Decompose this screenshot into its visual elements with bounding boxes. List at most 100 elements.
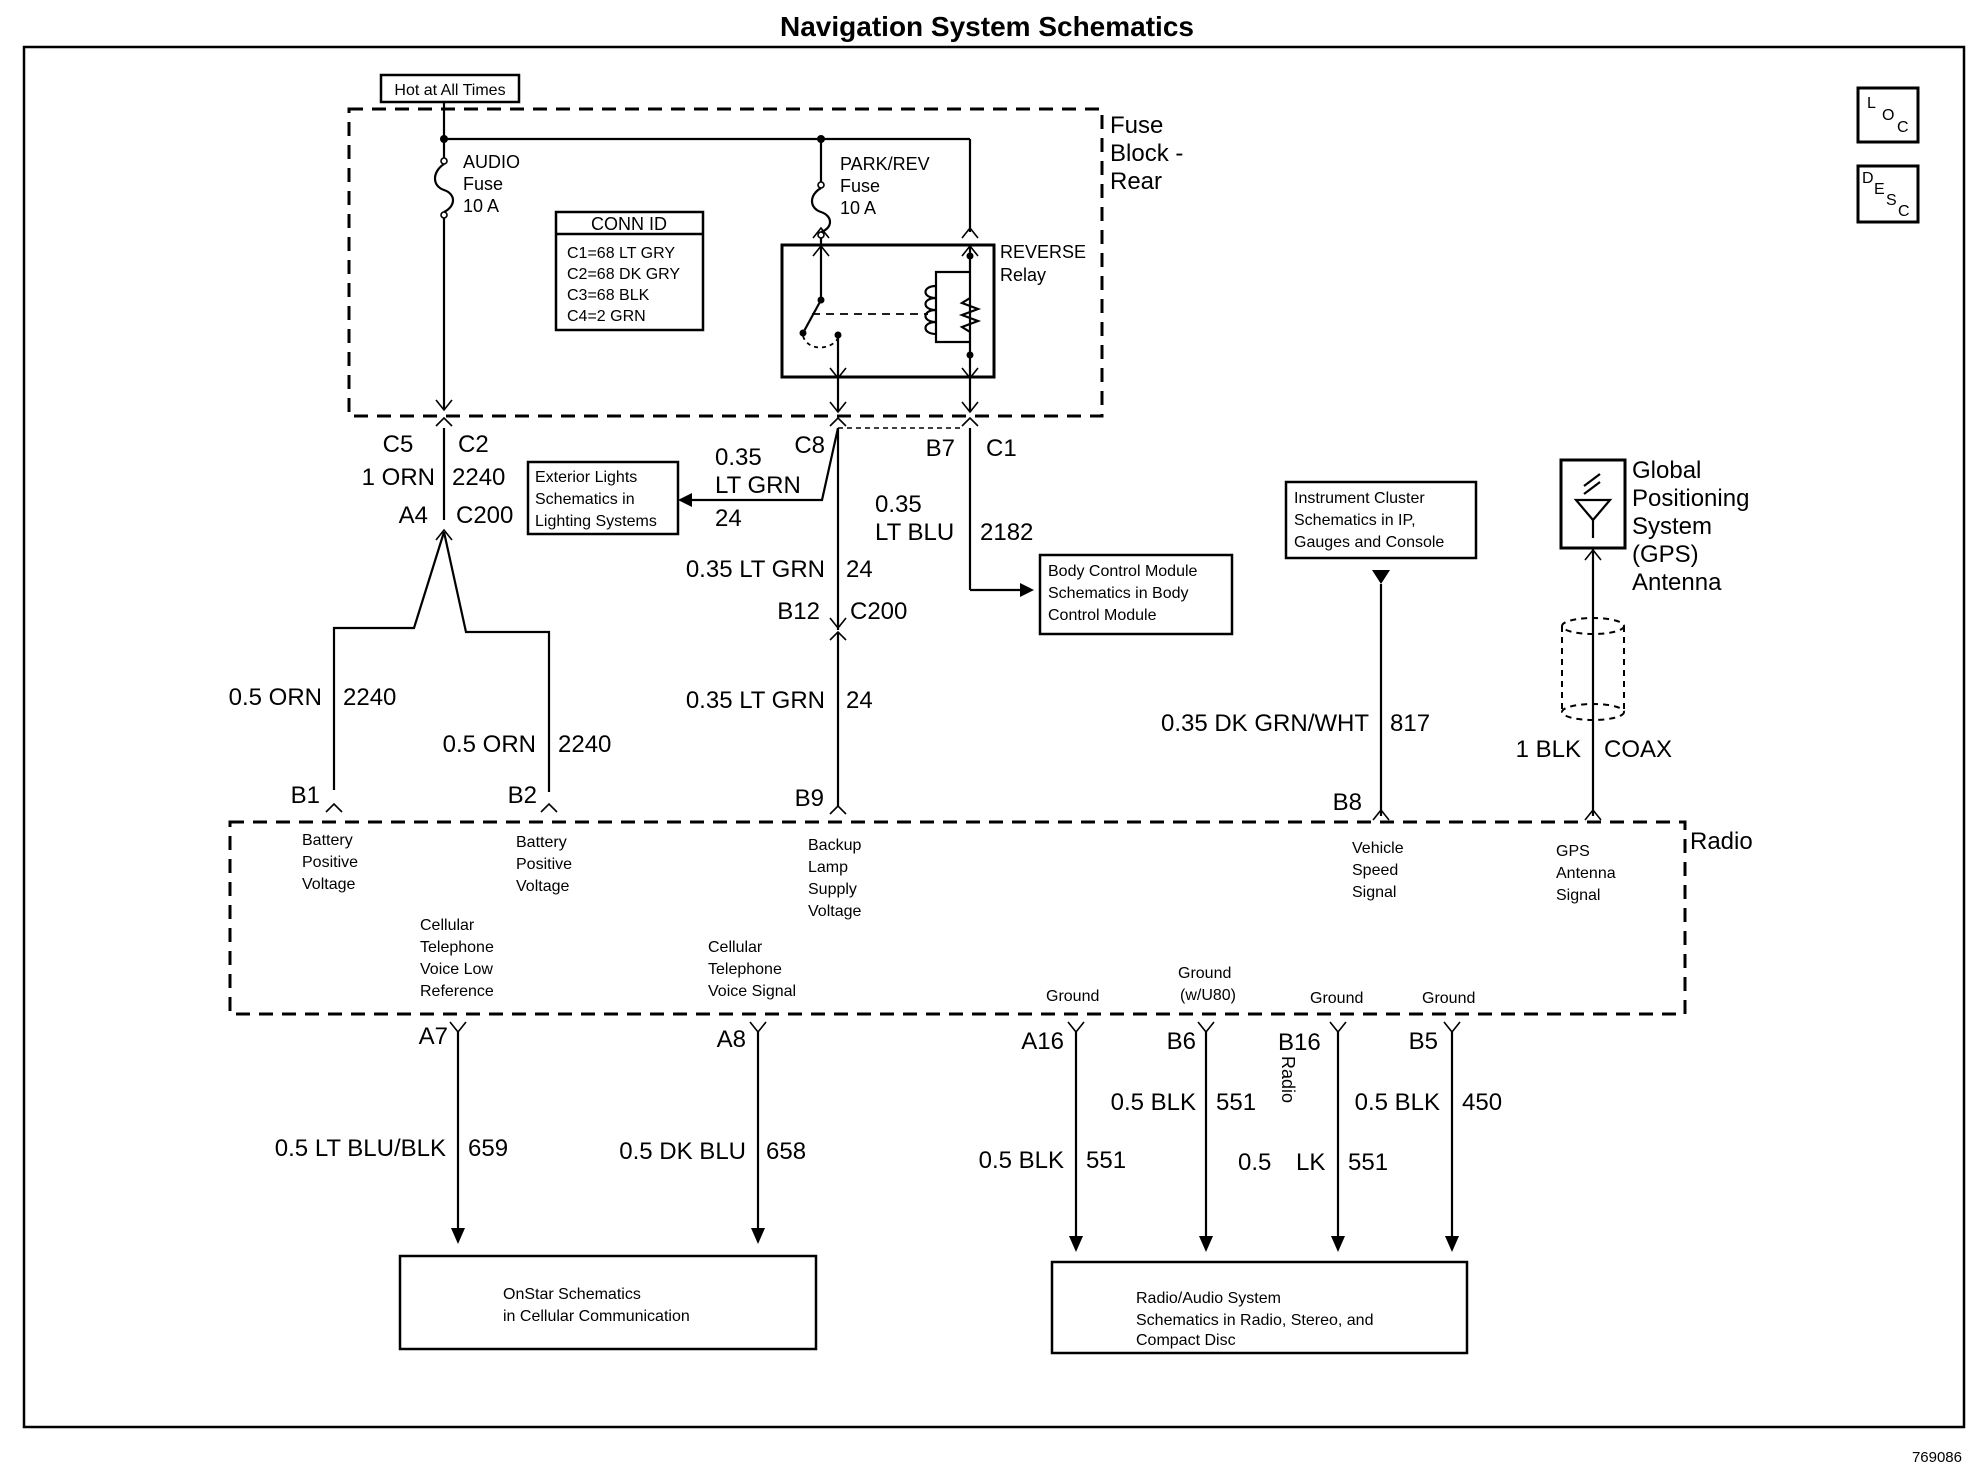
svg-text:System: System (1632, 513, 1712, 540)
onstar-ref[interactable]: OnStar Schematics in Cellular Communicat… (398, 1254, 818, 1351)
svg-text:D: D (1862, 170, 1874, 187)
svg-text:GPS: GPS (1556, 843, 1590, 860)
svg-text:Exterior Lights: Exterior Lights (535, 469, 637, 486)
svg-text:Ground: Ground (1178, 965, 1231, 982)
b16-wire-551: B16 Radio 0.5 LK 551 (1238, 1021, 1388, 1252)
svg-text:1 ORN: 1 ORN (362, 464, 435, 491)
audio-fuse: AUDIO Fuse 10 A (433, 152, 520, 410)
svg-text:658: 658 (766, 1138, 806, 1165)
svg-text:Control Module: Control Module (1048, 607, 1157, 624)
svg-text:2240: 2240 (452, 464, 505, 491)
svg-text:B2: B2 (508, 782, 537, 809)
svg-text:551: 551 (1348, 1149, 1388, 1176)
hot-at-all-times-label: Hot at All Times (379, 73, 521, 104)
svg-text:450: 450 (1462, 1089, 1502, 1116)
svg-text:Voltage: Voltage (516, 878, 569, 895)
svg-text:B6: B6 (1167, 1028, 1196, 1055)
svg-text:659: 659 (468, 1135, 508, 1162)
svg-text:Voice Low: Voice Low (420, 961, 493, 978)
radio-audio-ref[interactable]: Radio/Audio System Schematics in Radio, … (1050, 1260, 1469, 1355)
svg-text:C: C (1898, 203, 1910, 220)
svg-text:C2: C2 (458, 431, 489, 458)
svg-text:COAX: COAX (1604, 736, 1672, 763)
svg-text:Voice Signal: Voice Signal (708, 983, 796, 1000)
fuse-block-label: Fuse Block - Rear (1110, 112, 1183, 195)
svg-text:Gauges and Console: Gauges and Console (1294, 534, 1444, 551)
svg-text:A8: A8 (717, 1026, 746, 1053)
svg-text:Positive: Positive (302, 854, 358, 871)
svg-text:in Cellular Communication: in Cellular Communication (503, 1308, 690, 1325)
svg-text:551: 551 (1216, 1089, 1256, 1116)
svg-text:LT BLU: LT BLU (875, 519, 954, 546)
radio-label: Radio (1690, 828, 1753, 855)
svg-text:LK: LK (1296, 1149, 1325, 1176)
svg-text:Antenna: Antenna (1556, 865, 1616, 882)
pin-b2-desc: Battery Positive Voltage (516, 834, 572, 895)
coax-wire: 1 BLK COAX (1516, 736, 1672, 821)
desc-icon[interactable]: D E S C (1856, 164, 1920, 224)
svg-text:A16: A16 (1021, 1028, 1064, 1055)
lt-blu-wire-2182: B7 C1 0.35 LT BLU 2182 (875, 428, 1034, 597)
svg-text:Telephone: Telephone (420, 939, 494, 956)
svg-text:24: 24 (846, 556, 873, 583)
svg-text:C5: C5 (383, 431, 414, 458)
loc-icon[interactable]: L O C (1856, 86, 1920, 144)
svg-text:Supply: Supply (808, 881, 857, 898)
svg-text:Schematics in Body: Schematics in Body (1048, 585, 1189, 602)
svg-text:(w/U80): (w/U80) (1180, 987, 1236, 1004)
pin-gps-desc: GPS Antenna Signal (1556, 843, 1616, 904)
svg-text:C1: C1 (986, 435, 1017, 462)
svg-text:0.5 ORN: 0.5 ORN (229, 684, 322, 711)
b9-connector: B9 (795, 785, 847, 815)
svg-text:Fuse: Fuse (463, 174, 503, 194)
svg-text:CONN ID: CONN ID (591, 214, 667, 234)
svg-text:Cellular: Cellular (708, 939, 763, 956)
svg-text:0.35 LT GRN: 0.35 LT GRN (686, 556, 825, 583)
svg-text:Vehicle: Vehicle (1352, 840, 1404, 857)
svg-text:Fuse: Fuse (840, 176, 880, 196)
svg-text:1 BLK: 1 BLK (1516, 736, 1581, 763)
svg-text:Lamp: Lamp (808, 859, 848, 876)
svg-text:Antenna: Antenna (1632, 569, 1722, 596)
svg-text:10 A: 10 A (840, 198, 876, 218)
svg-text:B5: B5 (1409, 1028, 1438, 1055)
svg-text:Global: Global (1632, 457, 1701, 484)
svg-text:0.35: 0.35 (875, 491, 922, 518)
svg-text:(GPS): (GPS) (1632, 541, 1699, 568)
svg-text:Reference: Reference (420, 983, 494, 1000)
a16-wire-551: A16 0.5 BLK 551 (979, 1021, 1126, 1252)
svg-text:C4=2 GRN: C4=2 GRN (567, 308, 646, 325)
pin-a7-desc: Cellular Telephone Voice Low Reference (420, 917, 494, 1000)
svg-text:Hot at All Times: Hot at All Times (394, 82, 505, 99)
svg-text:0.5 BLK: 0.5 BLK (1355, 1089, 1440, 1116)
pin-a8-desc: Cellular Telephone Voice Signal (708, 939, 796, 1000)
svg-text:PARK/REV: PARK/REV (840, 154, 930, 174)
bcm-ref[interactable]: Body Control Module Schematics in Body C… (1038, 553, 1234, 636)
power-bus (440, 102, 972, 232)
fuse-block-outputs (435, 378, 979, 429)
svg-text:Voltage: Voltage (808, 903, 861, 920)
svg-text:24: 24 (846, 687, 873, 714)
lt-grn-branch-wire: 0.35 LT GRN 24 (678, 427, 840, 532)
radio-box (228, 820, 1687, 1016)
svg-text:L: L (1867, 95, 1876, 112)
outer-frame (22, 45, 1966, 1429)
svg-text:Radio: Radio (1278, 1056, 1298, 1103)
svg-text:S: S (1886, 192, 1897, 209)
svg-text:B12: B12 (777, 598, 820, 625)
exterior-lights-ref[interactable]: Exterior Lights Schematics in Lighting S… (526, 460, 680, 536)
svg-text:Cellular: Cellular (420, 917, 475, 934)
svg-text:Voltage: Voltage (302, 876, 355, 893)
svg-text:C2=68 DK GRY: C2=68 DK GRY (567, 266, 680, 283)
svg-text:Schematics in: Schematics in (535, 491, 635, 508)
svg-text:Ground: Ground (1046, 988, 1099, 1005)
svg-text:C8: C8 (794, 432, 825, 459)
svg-text:B16: B16 (1278, 1029, 1321, 1056)
svg-text:C3=68 BLK: C3=68 BLK (567, 287, 650, 304)
svg-text:Rear: Rear (1110, 168, 1162, 195)
svg-text:Block -: Block - (1110, 140, 1183, 167)
pin-b1-desc: Battery Positive Voltage (302, 832, 358, 893)
svg-text:A4: A4 (399, 502, 428, 529)
instrument-cluster-ref[interactable]: Instrument Cluster Schematics in IP, Gau… (1284, 480, 1478, 560)
svg-text:24: 24 (715, 505, 742, 532)
